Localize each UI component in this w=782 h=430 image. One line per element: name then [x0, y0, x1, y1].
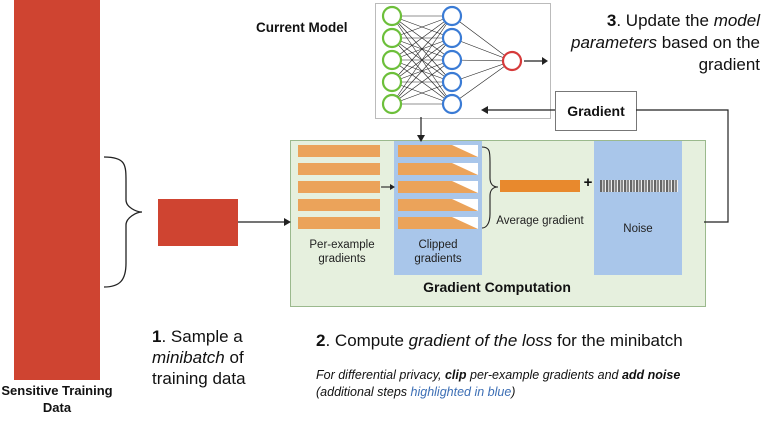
average-gradient-bar: [500, 180, 580, 192]
computation-to-gradient-line: [636, 109, 729, 223]
step2-text: 2. Compute gradient of the loss for the …: [316, 331, 683, 350]
nn-connection: [391, 81, 453, 105]
neural-network-icon: [381, 5, 548, 115]
nn-input-node: [381, 27, 403, 49]
per-example-gradient-bar: [298, 145, 380, 157]
arrow-head: [417, 135, 425, 142]
per-example-gradient-bar: [298, 163, 380, 175]
nn-hidden-node: [441, 93, 463, 115]
per-example-gradient-bar: [298, 199, 380, 211]
average-gradient-label: Average gradient: [496, 215, 584, 227]
noise-label: Noise: [623, 223, 653, 235]
nn-hidden-node: [441, 5, 463, 27]
arrow-head: [481, 106, 488, 114]
arrow-head: [284, 218, 291, 226]
nn-input-node: [381, 93, 403, 115]
nn-connection: [451, 60, 513, 83]
nn-connection: [451, 60, 513, 105]
arrow-head: [390, 184, 395, 190]
nn-connection: [451, 37, 513, 62]
nn-connection: [391, 15, 453, 61]
nn-connection: [391, 37, 453, 105]
nn-connection: [391, 15, 453, 105]
clipped-corner: [452, 145, 478, 157]
clipped-corner: [452, 181, 478, 193]
highlighted-in-blue-text: highlighted in blue: [410, 385, 512, 399]
per-example-gradient-bar: [298, 181, 380, 193]
nn-input-node: [381, 5, 403, 27]
current-model-label: Current Model: [256, 20, 348, 35]
clipped-gradient-bar: [398, 217, 478, 229]
neural-network-diagram: [375, 3, 551, 119]
nn-hidden-node: [441, 27, 463, 49]
clipped-gradient-bar: [398, 199, 478, 211]
nn-hidden-node: [441, 49, 463, 71]
nn-connection: [391, 15, 453, 83]
clipped-gradients-label: Clipped gradients: [414, 239, 462, 265]
output-arrow-head: [542, 57, 548, 65]
clipped-corner: [452, 163, 478, 175]
gradient-computation-title: Gradient Computation: [423, 279, 571, 295]
nn-connection: [391, 15, 453, 39]
step1-text: 1. Sample a minibatch of training data: [152, 327, 246, 388]
step3-text: 3. Update the model parameters based on …: [570, 11, 760, 74]
sensitive-training-data-bar: [14, 0, 100, 380]
noise-panel: [594, 141, 682, 275]
per-example-gradients-label: Per-example gradients: [309, 239, 375, 265]
average-brace: [481, 146, 499, 229]
noise-strip: [600, 180, 678, 192]
minibatch-box: [158, 199, 238, 246]
nn-input-node: [381, 71, 403, 93]
nn-connection: [391, 59, 453, 105]
nn-output-node: [501, 50, 523, 72]
sample-brace: [103, 156, 143, 288]
sensitive-training-data-label: Sensitive Training Data: [1, 383, 113, 415]
plus-sign: +: [583, 174, 593, 191]
gradient-box: Gradient: [555, 91, 637, 131]
clipped-gradient-bar: [398, 181, 478, 193]
clipped-corner: [452, 217, 478, 229]
clipped-gradient-bar: [398, 145, 478, 157]
nn-input-node: [381, 49, 403, 71]
nn-hidden-node: [441, 71, 463, 93]
step2-note: For differential privacy, clip per-examp…: [316, 368, 681, 399]
clipped-corner: [452, 199, 478, 211]
clipped-gradient-bar: [398, 163, 478, 175]
nn-connection: [451, 15, 513, 62]
per-example-gradient-bar: [298, 217, 380, 229]
